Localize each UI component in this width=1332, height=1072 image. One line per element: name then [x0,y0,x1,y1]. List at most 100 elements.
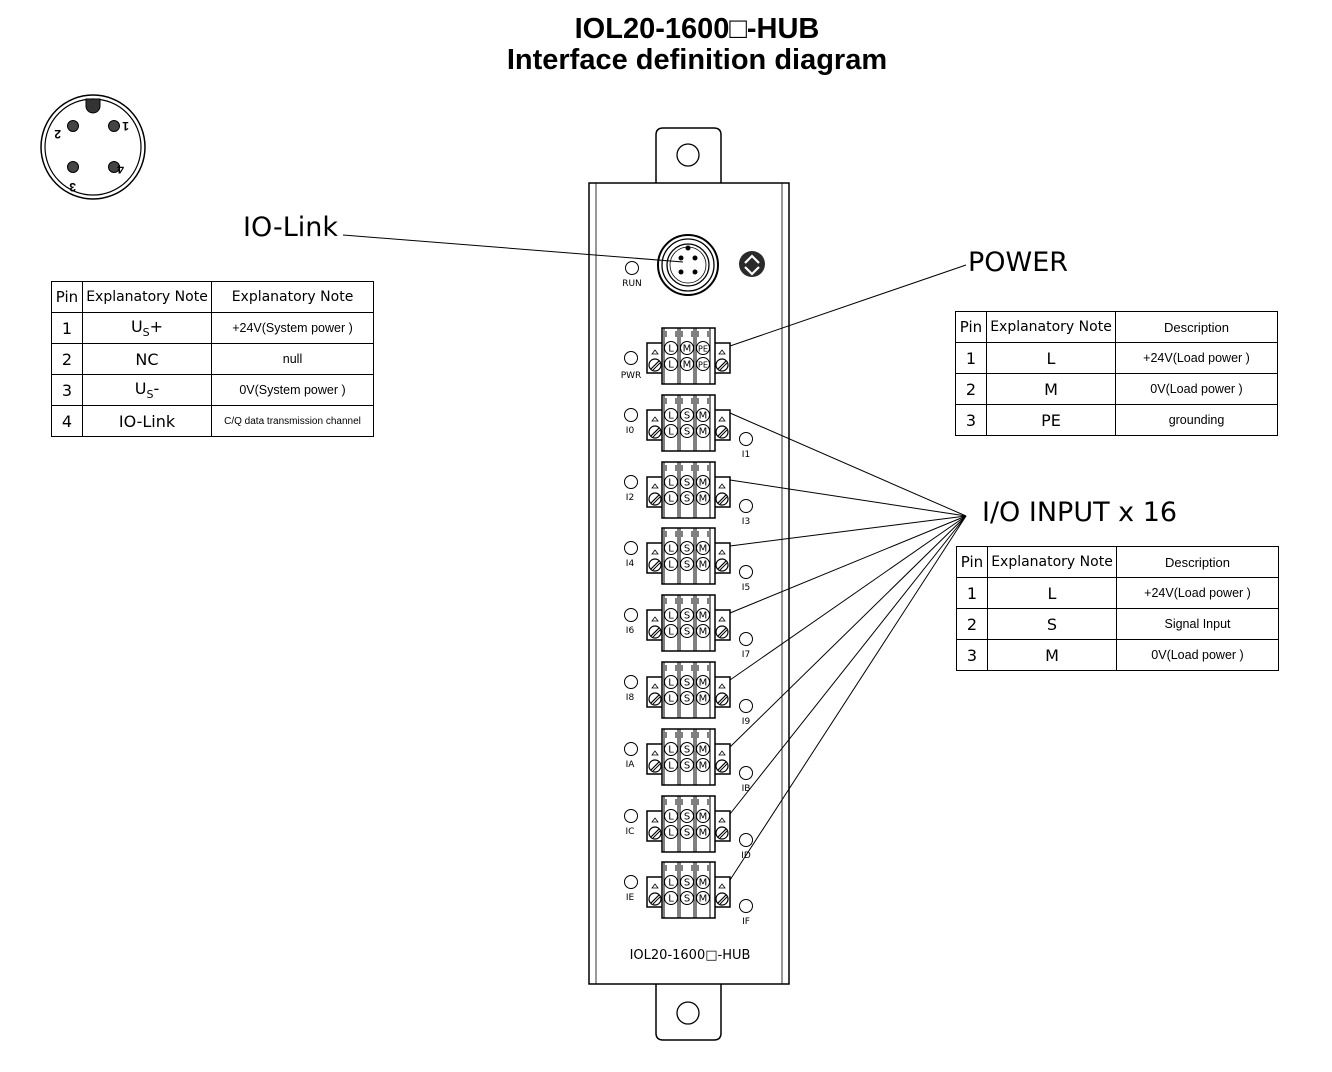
pin-cell: 2 [956,608,988,640]
pin-1-label: 1 [122,119,129,133]
terminal-pin-icon [664,341,678,355]
terminal-pin-label: S [684,544,690,555]
terminal-pin-icon [696,408,710,422]
input-led-icon [739,499,753,513]
input-led-label: IA [625,760,635,770]
input-led-label: IE [625,893,635,903]
terminal-pin-icon [664,891,678,905]
terminal-pin-icon [696,825,710,839]
terminal-pin-icon [664,675,678,689]
input-led-label: IF [742,917,750,927]
terminal-pin-label: PE [698,361,708,370]
table-row: 2 NC null [51,343,374,375]
input-led-label: I0 [625,426,635,436]
mount-hole-icon [676,1001,700,1025]
terminal-pin-label: S [684,560,690,571]
terminal-pin-label: S [684,678,690,689]
note-cell: L [986,342,1116,374]
pin-cell: 2 [51,343,83,375]
terminal-pin-label: L [668,812,674,823]
pin-cell: 1 [955,342,987,374]
terminal-pin-icon [696,475,710,489]
header-pin: Pin [51,281,83,313]
pin-cell: 2 [955,373,987,405]
mount-hole-icon [676,143,700,167]
input-led-label: I6 [625,626,635,636]
terminal-pin-icon [680,624,694,638]
io-leader-line [729,515,967,748]
table-header-row: Pin Explanatory Note Description [955,311,1278,343]
pin-cell: 4 [51,405,83,437]
input-led-icon [624,875,638,889]
terminal-pin-icon [680,891,694,905]
terminal-pin-icon [696,491,710,505]
terminal-pin-icon [696,341,710,355]
terminal-pin-icon [680,541,694,555]
terminal-pin-icon [664,742,678,756]
terminal-pin-icon [696,675,710,689]
input-led-icon [624,675,638,689]
input-led-label: I8 [625,693,635,703]
diagram-title-subtitle: Interface definition diagram [506,44,888,76]
input-led-icon [739,766,753,780]
terminal-pin-label: S [684,627,690,638]
mount-tab-bottom [655,984,722,1041]
connector-key-icon [85,98,101,114]
pin-cell: 3 [955,404,987,436]
table-row: 1 US+ +24V(System power ) [51,312,374,344]
terminal-pin-label: M [699,611,708,622]
terminal-pin-icon [696,357,710,371]
terminal-pin-label: L [668,894,674,905]
terminal-pin-icon [696,758,710,772]
iolink-pin-table: Pin Explanatory Note Explanatory Note 1 … [51,281,374,437]
terminal-pin-icon [680,557,694,571]
desc-cell: Signal Input [1116,608,1279,640]
input-led-label: I5 [741,583,751,593]
table-row: 3 US- 0V(System power ) [51,374,374,406]
pin-4-icon [108,161,120,173]
header-note: Explanatory Note [986,311,1116,343]
terminal-pin-label: L [668,544,674,555]
table-header-row: Pin Explanatory Note Explanatory Note [51,281,374,313]
terminal-pin-label: S [684,611,690,622]
terminal-pin-label: L [668,344,674,355]
terminal-pin-label: M [699,544,708,555]
iolink-leader-line [342,234,684,263]
input-led-label: IB [741,784,751,794]
desc-cell: 0V(Load power ) [1116,639,1279,671]
terminal-pin-icon [664,541,678,555]
input-led-label: IC [625,827,635,837]
io-leader-line [729,515,967,547]
terminal-pin-icon [680,608,694,622]
terminal-pin-label: L [668,427,674,438]
note-cell: US- [82,374,212,406]
leader-lines [342,234,967,881]
rotary-switch-icon [739,251,765,277]
terminal-pin-label: S [684,411,690,422]
terminal-pin-label: S [684,427,690,438]
terminal-pin-icon [664,875,678,889]
io-leader-line [729,479,967,517]
connector-pinout: 1 2 3 4 [40,94,146,200]
terminal-pin-icon [664,758,678,772]
terminal-pin-label: L [668,761,674,772]
diagram-title-model: IOL20-1600□-HUB [574,13,820,45]
terminal-pin-label: PE [698,345,708,354]
input-led-label: I2 [625,493,635,503]
terminal-pin-icon [664,624,678,638]
terminal-pin-icon [696,891,710,905]
pin-3-label: 3 [69,180,76,194]
io-leader-line [729,412,967,517]
note-cell: NC [82,343,212,375]
terminal-pin-icon [696,424,710,438]
terminal-pin-label: S [684,878,690,889]
pin-cell: 3 [51,374,83,406]
